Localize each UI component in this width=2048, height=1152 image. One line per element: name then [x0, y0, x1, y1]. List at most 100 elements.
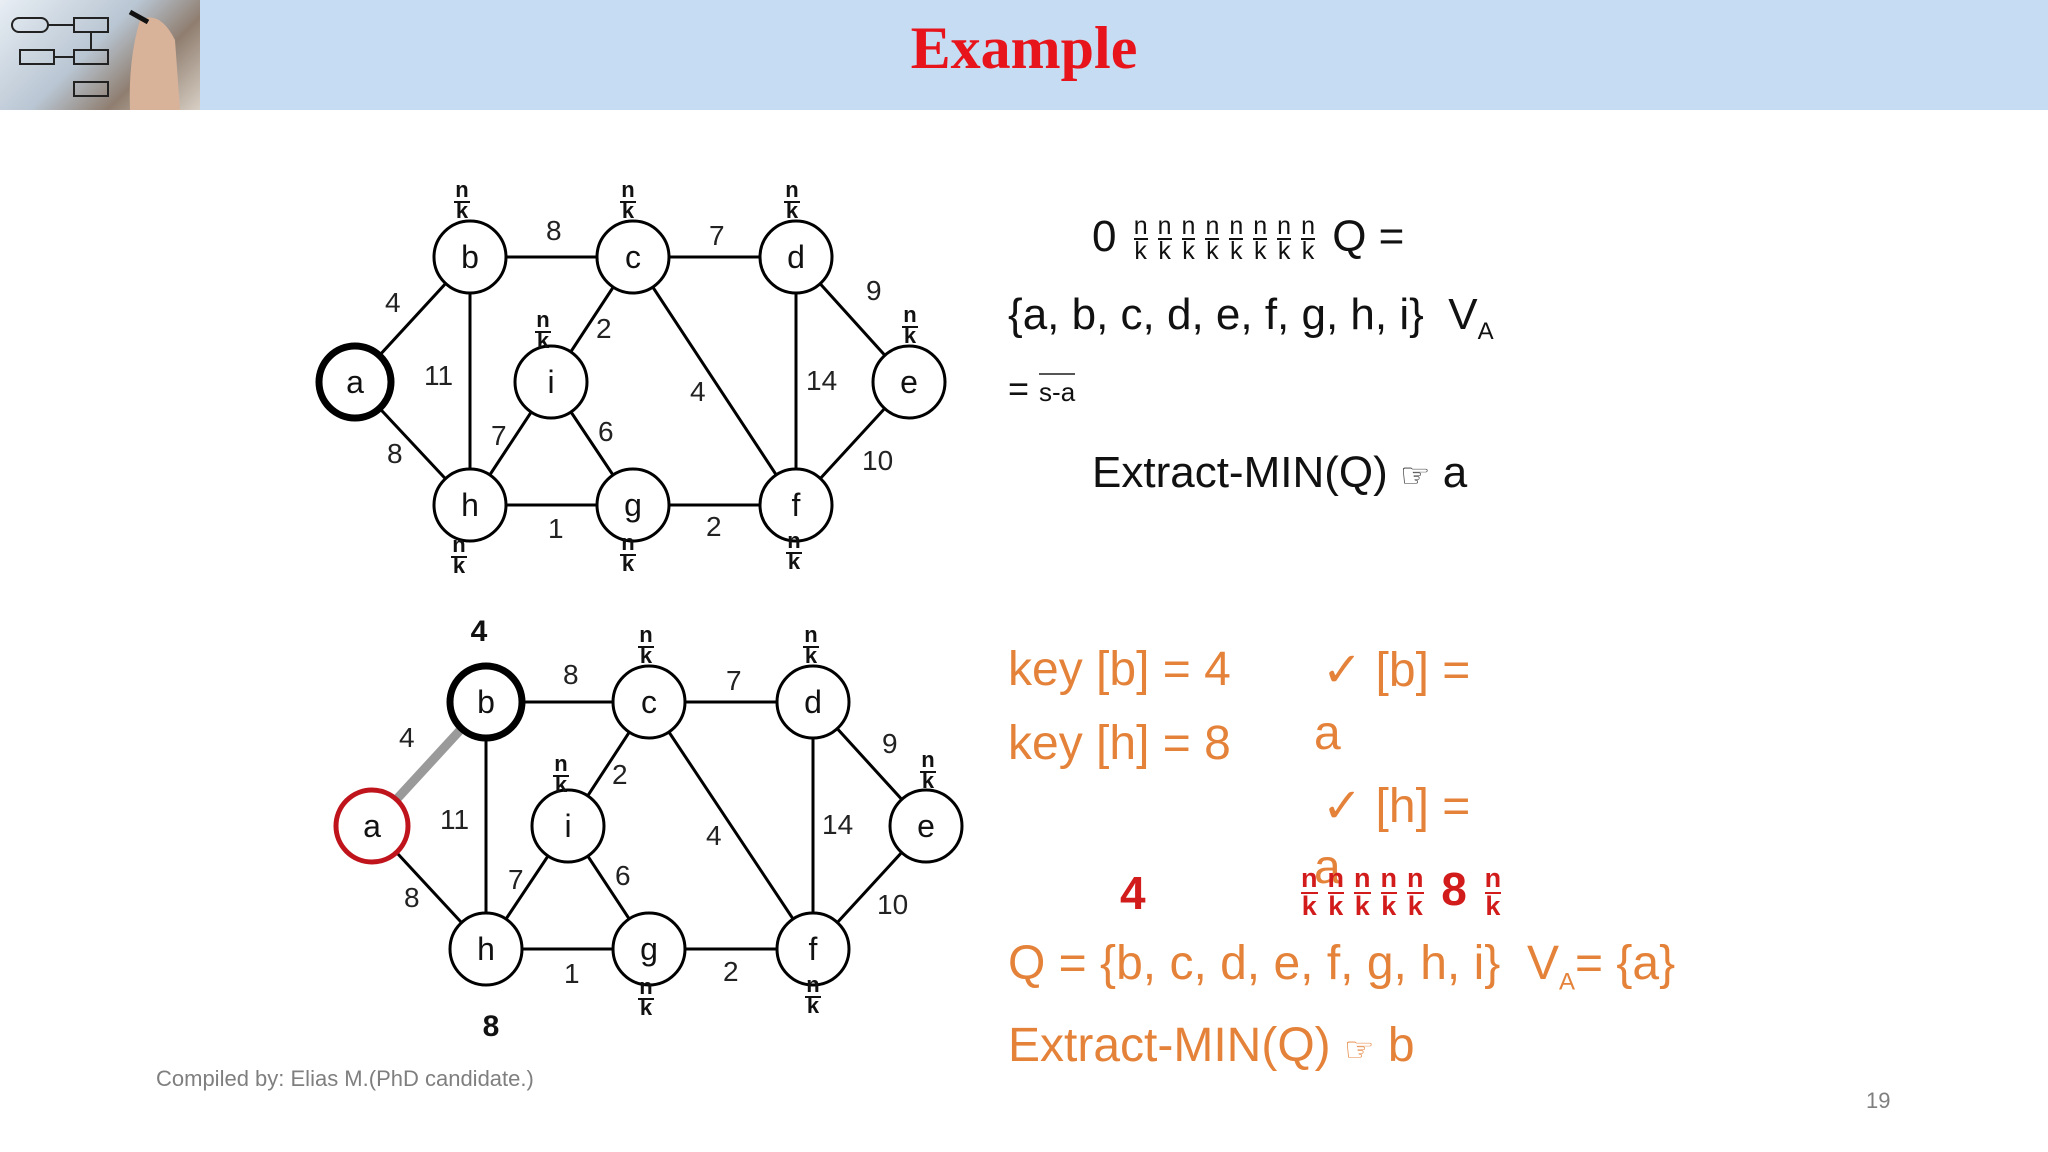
- svg-text:k: k: [788, 549, 801, 574]
- svg-text:k: k: [805, 643, 818, 668]
- key-inf-f: nk: [1381, 866, 1398, 919]
- va-symbol: V: [1448, 290, 1477, 339]
- pi-h-text: ✓ [h] =: [1322, 778, 1470, 834]
- key-b-text: key [b] = 4: [1008, 642, 1231, 697]
- edge-cf: [633, 257, 796, 505]
- svg-text:k: k: [640, 643, 653, 668]
- edge-label-de: 9: [866, 275, 882, 306]
- svg-text:k: k: [453, 553, 466, 578]
- node-label-c: c: [625, 239, 641, 275]
- key-marker-i: nk: [535, 307, 551, 353]
- pointing-hand-icon-b: ☞: [1344, 1031, 1374, 1069]
- key-h-text: key [h] = 8: [1008, 716, 1231, 771]
- edge-label-gf: 2: [723, 956, 739, 987]
- extract-min-b: Extract-MIN(Q): [1008, 1019, 1331, 1072]
- va-value-line: = s-a: [1008, 368, 1075, 410]
- extract-min: Extract-MIN(Q): [1092, 448, 1388, 497]
- edge-label-df: 14: [806, 365, 837, 396]
- top-graph: 4 8 11 8 7 2 4 9 14 10 2 1 7 6 a: [319, 177, 945, 578]
- q-set-bottom: Q = {b, c, d, e, f, g, h, i} VA= {a}: [1008, 936, 1675, 997]
- extract-result: a: [1443, 448, 1467, 497]
- extract-line-bottom: Extract-MIN(Q) ☞ b: [1008, 1018, 1415, 1073]
- key-marker-f: nk: [786, 528, 802, 574]
- svg-text:k: k: [786, 198, 799, 223]
- node-label-e: e: [917, 808, 935, 844]
- edge-label-cd: 7: [709, 220, 725, 251]
- node-label-e: e: [900, 364, 918, 400]
- node-label-b: b: [477, 684, 495, 720]
- edge-label-ih: 7: [491, 420, 507, 451]
- edge-label-ef: 10: [862, 445, 893, 476]
- va-subscript: A: [1478, 318, 1494, 345]
- q-set-line: {a, b, c, d, e, f, g, h, i} VA: [1008, 290, 1494, 346]
- edge-label-ab: 4: [385, 287, 401, 318]
- edge-label-ah: 8: [387, 438, 403, 469]
- node-label-i: i: [564, 808, 571, 844]
- edge-label-ig: 6: [615, 860, 631, 891]
- key-inf-2: nk: [1158, 215, 1172, 265]
- key-value-b: 4: [471, 615, 488, 648]
- node-label-c: c: [641, 684, 657, 720]
- edge-label-ab: 4: [399, 722, 415, 753]
- edge-label-de: 9: [882, 728, 898, 759]
- va-equals: =: [1008, 368, 1029, 409]
- edge-label-hg: 1: [564, 958, 580, 989]
- pi-b-text: ✓ [b] =: [1322, 642, 1470, 698]
- page-number: 19: [1866, 1088, 1890, 1114]
- svg-text:k: k: [622, 551, 635, 576]
- key-marker-e: nk: [902, 302, 918, 348]
- key-marker-c: nk: [620, 177, 636, 223]
- svg-text:k: k: [537, 328, 550, 353]
- node-label-g: g: [624, 487, 642, 523]
- va-subscript-b: A: [1559, 969, 1575, 996]
- extract-line-top: Extract-MIN(Q) ☞ a: [1092, 448, 1467, 498]
- edge-label-hg: 1: [548, 513, 564, 544]
- edge-label-gf: 2: [706, 511, 722, 542]
- edge-label-ci: 2: [612, 759, 628, 790]
- node-label-f: f: [809, 931, 818, 967]
- edge-label-ih: 7: [508, 864, 524, 895]
- edge-cf: [649, 702, 813, 949]
- bottom-graph: 4 8 11 8 7 2 4 9 14 10 2 1 7 6 a: [336, 615, 962, 1043]
- svg-text:k: k: [807, 993, 820, 1018]
- edge-label-cf: 4: [706, 820, 722, 851]
- key-marker-e: nk: [920, 747, 936, 793]
- node-label-h: h: [477, 931, 495, 967]
- edge-label-bc: 8: [546, 215, 562, 246]
- svg-text:k: k: [622, 198, 635, 223]
- edge-label-ef: 10: [877, 889, 908, 920]
- node-label-d: d: [804, 684, 822, 720]
- node-label-i: i: [547, 364, 554, 400]
- key-marker-d: nk: [784, 177, 800, 223]
- node-label-h: h: [461, 487, 479, 523]
- key-marker-i: nk: [553, 751, 569, 797]
- key-inf-7: nk: [1277, 215, 1291, 265]
- key-marker-h: nk: [451, 532, 467, 578]
- pi-b-value: a: [1314, 706, 1341, 761]
- q-set: {a, b, c, d, e, f, g, h, i}: [1008, 290, 1424, 339]
- node-label-a: a: [363, 808, 381, 844]
- va-symbol-b: V: [1527, 937, 1559, 990]
- pointing-hand-icon: ☞: [1400, 457, 1430, 495]
- key-inf-1: nk: [1134, 215, 1148, 265]
- node-label-b: b: [461, 239, 479, 275]
- node-label-a: a: [346, 364, 364, 400]
- va-set-b: = {a}: [1575, 937, 1675, 990]
- key-zero: 0: [1092, 212, 1116, 261]
- svg-text:k: k: [456, 198, 469, 223]
- key-marker-d: nk: [803, 622, 819, 668]
- svg-text:k: k: [555, 772, 568, 797]
- key-inf-c: nk: [1301, 866, 1318, 919]
- node-label-d: d: [787, 239, 805, 275]
- svg-text:k: k: [922, 768, 935, 793]
- key-marker-b: nk: [454, 177, 470, 223]
- footer-credit: Compiled by: Elias M.(PhD candidate.): [156, 1066, 534, 1092]
